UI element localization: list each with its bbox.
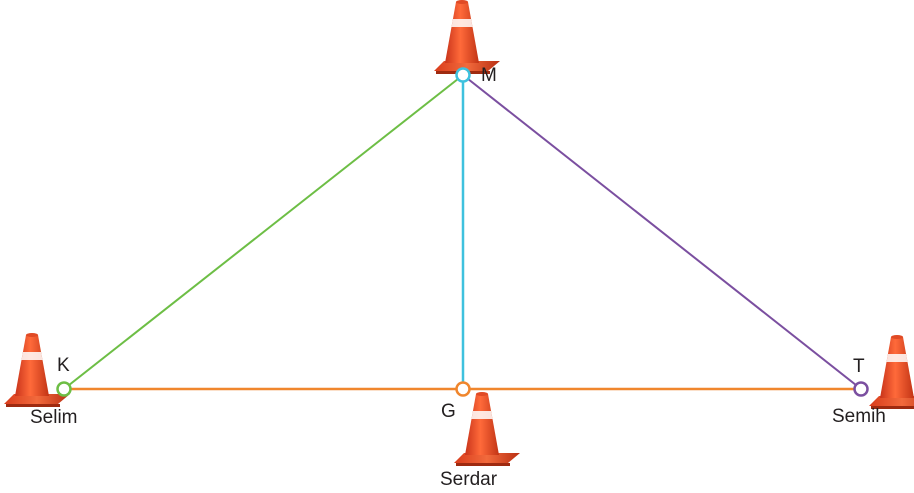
traffic-cone-icon	[434, 0, 500, 74]
point-t	[853, 381, 869, 397]
label-g: G	[441, 401, 456, 422]
traffic-cone-icon	[454, 392, 520, 466]
label-k: K	[57, 355, 70, 376]
person-semih: Semih	[832, 406, 886, 427]
person-selim: Selim	[30, 407, 78, 428]
traffic-cone-icon	[869, 335, 914, 409]
point-g	[455, 381, 471, 397]
label-t: T	[853, 356, 865, 377]
point-m	[455, 67, 471, 83]
person-serdar: Serdar	[440, 469, 498, 490]
label-m: M	[481, 65, 497, 86]
segment-km	[63, 74, 464, 390]
point-k	[56, 381, 72, 397]
segment-mt	[462, 74, 862, 390]
